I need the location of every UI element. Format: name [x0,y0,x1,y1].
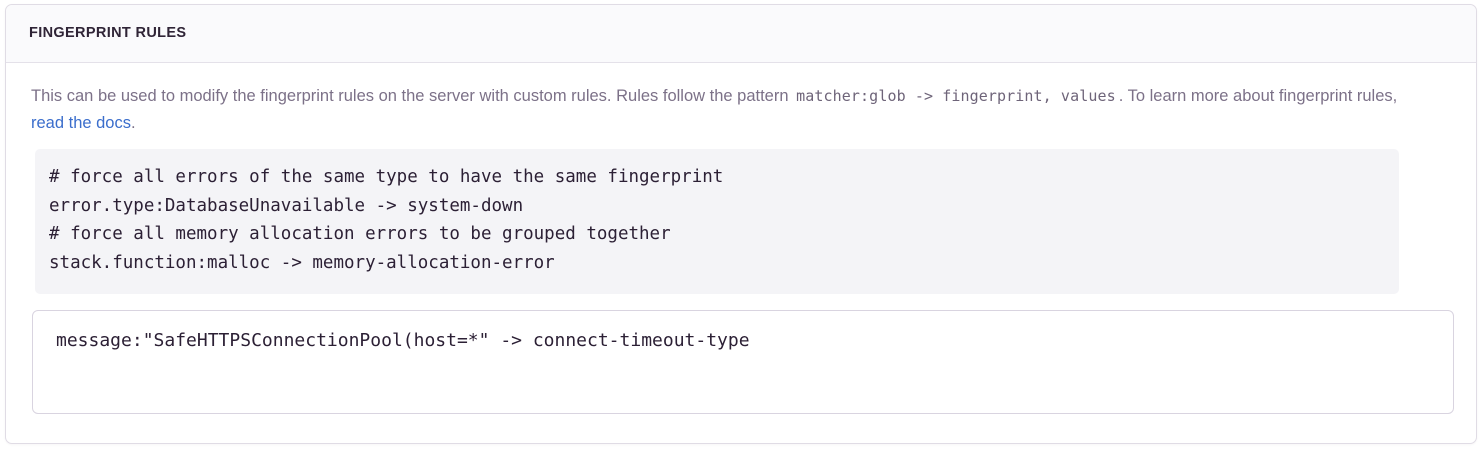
panel-header: FINGERPRINT RULES [6,5,1476,63]
panel-description: This can be used to modify the fingerpri… [31,83,1431,136]
read-the-docs-link[interactable]: read the docs [31,113,131,132]
page-title: FINGERPRINT RULES [29,25,187,42]
example-rules-code-block: # force all errors of the same type to h… [35,149,1399,294]
description-lead-text: This can be used to modify the fingerpri… [31,87,789,105]
description-mid-text: . To learn more about fingerprint rules, [1118,87,1398,105]
fingerprint-rules-input[interactable] [32,309,1454,414]
fingerprint-rules-panel: FINGERPRINT RULES This can be used to mo… [5,4,1477,444]
description-tail-text: . [130,113,136,132]
inline-code-pattern: matcher:glob -> fingerprint, values [796,87,1116,105]
panel-body: This can be used to modify the fingerpri… [6,63,1476,414]
